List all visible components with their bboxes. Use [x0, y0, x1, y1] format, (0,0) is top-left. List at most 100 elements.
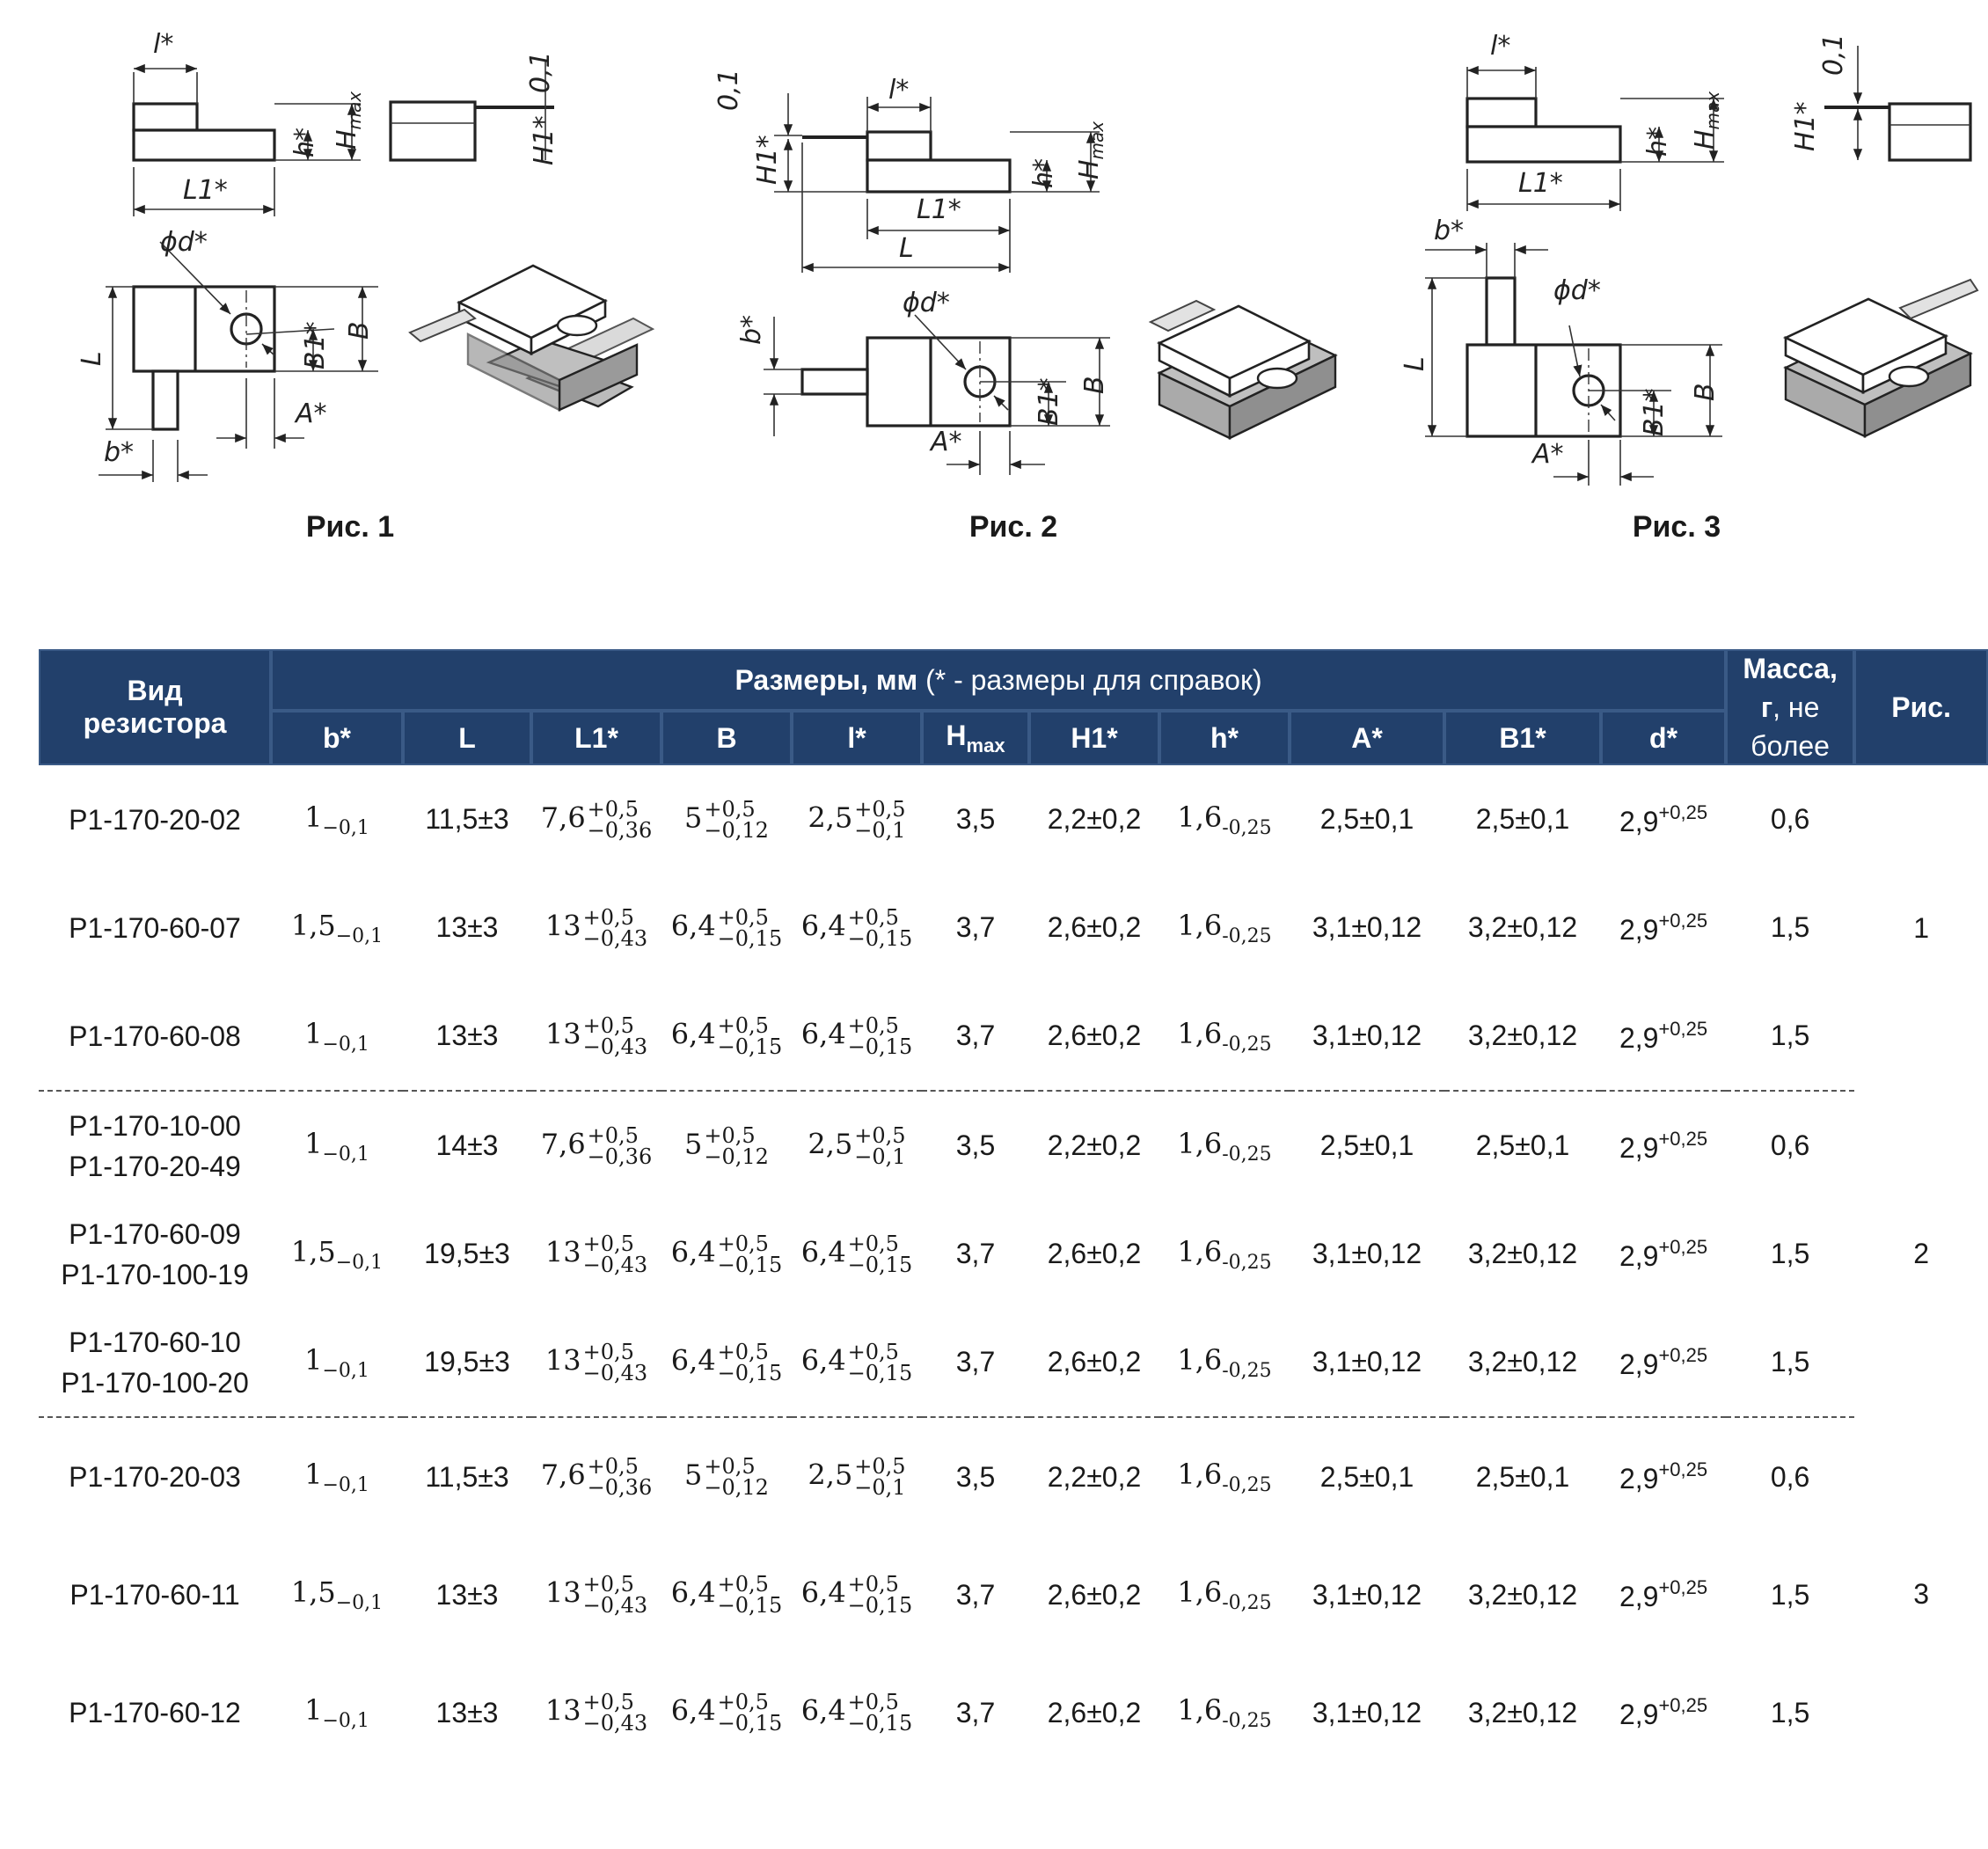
- tolerance-upper: +0,5: [717, 904, 769, 930]
- resistor-name: Р1-170-10-00: [69, 1109, 241, 1142]
- cell-B1: 2,5±0,1: [1475, 1129, 1570, 1161]
- header-col-8: A*: [1290, 711, 1444, 765]
- value-tolerance: +0,25: [1658, 1576, 1708, 1598]
- tolerance-stack: +0,5−0,12: [704, 1125, 769, 1167]
- tolerance-stack: +0,5−0,15: [718, 1574, 783, 1616]
- cell-A: 2,5±0,1: [1319, 1129, 1414, 1161]
- cell-b: 1−0,1: [271, 1417, 403, 1536]
- cell-L1: 7,6+0,5−0,36: [531, 1417, 661, 1536]
- dim-label: l*: [888, 75, 909, 106]
- tolerance-stack: +0,5−0,15: [718, 1341, 783, 1384]
- tolerance-stack: +0,5−0,15: [848, 1341, 913, 1384]
- value-tolerance: −0,1: [322, 1474, 369, 1496]
- value-main: 1,6: [1177, 1126, 1223, 1160]
- cell-b: 1,5−0,1: [271, 1200, 403, 1308]
- value-main: 2,5: [808, 1127, 853, 1160]
- dim-label: b*: [1434, 216, 1464, 246]
- value-main: 6,4: [800, 1693, 846, 1728]
- cell-L: 13±3: [435, 911, 499, 943]
- resistor-name: Р1-170-60-09: [69, 1217, 241, 1250]
- tolerance-stack: +0,5−0,15: [848, 1015, 913, 1057]
- value-main: 6,4: [670, 1017, 716, 1050]
- resistor-name: Р1-170-60-08: [69, 1020, 241, 1052]
- dim-label: 0,1: [525, 51, 556, 93]
- dim-label: L1*: [917, 194, 961, 225]
- cell-b: 1,5−0,1: [271, 1536, 403, 1654]
- resistor-name: Р1-170-60-07: [69, 911, 241, 944]
- dim-label: l*: [1490, 31, 1510, 62]
- tolerance-lower: −0,15: [717, 1360, 783, 1385]
- header-col-subscript: max: [966, 734, 1005, 756]
- header-col-9: B1*: [1444, 711, 1601, 765]
- cell-d: 2,9+0,25: [1601, 1417, 1726, 1536]
- value-main: 13: [545, 1693, 581, 1728]
- cell-B: 6,4+0,5−0,15: [661, 873, 792, 982]
- resistor-name: Р1-170-60-10: [69, 1326, 241, 1358]
- resistor-name: Р1-170-100-19: [61, 1258, 249, 1290]
- cell-h: 1,6-0,25: [1159, 1417, 1290, 1536]
- value-main: 2,9: [1619, 1021, 1659, 1054]
- cell-B1: 3,2±0,12: [1467, 1578, 1578, 1611]
- value-main: 6,4: [670, 1235, 716, 1268]
- value-main: 1: [304, 1126, 323, 1160]
- tolerance-stack: +0,5−0,1: [854, 1125, 905, 1167]
- header-resistor-type: Вид резистора: [39, 649, 271, 765]
- value-tolerance: +0,25: [1658, 1343, 1708, 1366]
- value-tolerance: -0,25: [1222, 924, 1272, 947]
- tolerance-lower: −0,43: [582, 1252, 648, 1277]
- dim-label: ϕd*: [903, 288, 950, 318]
- value-main: 1,6: [1177, 1342, 1223, 1377]
- figure-1-caption: Рис. 1: [305, 510, 395, 544]
- tolerance-upper: +0,5: [854, 1122, 906, 1148]
- value-main: 1,6: [1177, 1693, 1223, 1727]
- value-main: 2,9: [1619, 913, 1659, 946]
- value-tolerance: −0,1: [322, 1710, 369, 1732]
- value-tolerance: −0,1: [322, 816, 369, 839]
- dim-label: ϕd*: [1553, 275, 1601, 306]
- cell-figure: 1: [1913, 911, 1929, 944]
- tolerance-lower: −0,15: [847, 1711, 913, 1736]
- value-tolerance: +0,25: [1658, 909, 1708, 932]
- dim-label: Hmax: [1074, 121, 1107, 179]
- tolerance-lower: −0,36: [587, 1475, 653, 1500]
- value-tolerance: -0,25: [1222, 1033, 1272, 1056]
- value-main: 2,9: [1619, 1348, 1659, 1380]
- tolerance-stack: +0,5−0,15: [718, 1015, 783, 1057]
- tolerance-upper: +0,5: [847, 1690, 899, 1714]
- cell-B1: 3,2±0,12: [1444, 1308, 1601, 1418]
- cell-L1: 7,6+0,5−0,36: [531, 765, 661, 873]
- resistor-name: Р1-170-100-20: [61, 1366, 249, 1399]
- cell-L: 13±3: [403, 982, 531, 1092]
- tolerance-upper: +0,5: [717, 1572, 769, 1597]
- cell-B: 6,4+0,5−0,15: [661, 1308, 792, 1418]
- cell-H1: 2,6±0,2: [1047, 1578, 1142, 1611]
- dim-label: Hmax: [1690, 91, 1723, 150]
- value-main: 1: [304, 1016, 323, 1050]
- cell-d: 2,9+0,25: [1601, 765, 1726, 873]
- resistor-name: Р1-170-20-03: [69, 1461, 241, 1493]
- dim-label: 0,1: [713, 69, 744, 111]
- tolerance-upper: +0,5: [582, 1231, 634, 1256]
- cell-mass: 1,5: [1770, 1238, 1810, 1269]
- cell-B: 5+0,5−0,12: [661, 765, 792, 873]
- cell-mass: 0,6: [1770, 803, 1810, 835]
- tolerance-lower: −0,15: [847, 1252, 913, 1277]
- header-col-10: d*: [1601, 711, 1727, 765]
- tolerance-upper: +0,5: [582, 1572, 634, 1597]
- cell-l: 6,4+0,5−0,15: [792, 1536, 922, 1654]
- tolerance-lower: −0,1: [854, 1144, 906, 1169]
- cell-L: 13±3: [435, 1578, 499, 1611]
- cell-h: 1,6-0,25: [1159, 873, 1290, 982]
- tolerance-stack: +0,5−0,36: [588, 799, 653, 841]
- cell-L1: 7,6+0,5−0,36: [531, 1091, 661, 1200]
- cell-B1: 3,2±0,12: [1444, 982, 1601, 1092]
- tolerance-upper: +0,5: [717, 1231, 769, 1256]
- header-mass-line3: более: [1750, 730, 1830, 762]
- header-col-3: B: [661, 711, 792, 765]
- cell-d: 2,9+0,25: [1601, 1308, 1727, 1418]
- tolerance-lower: −0,15: [847, 1360, 913, 1385]
- cell-B1: 3,2±0,12: [1467, 911, 1578, 943]
- tolerance-lower: −0,12: [704, 1144, 769, 1169]
